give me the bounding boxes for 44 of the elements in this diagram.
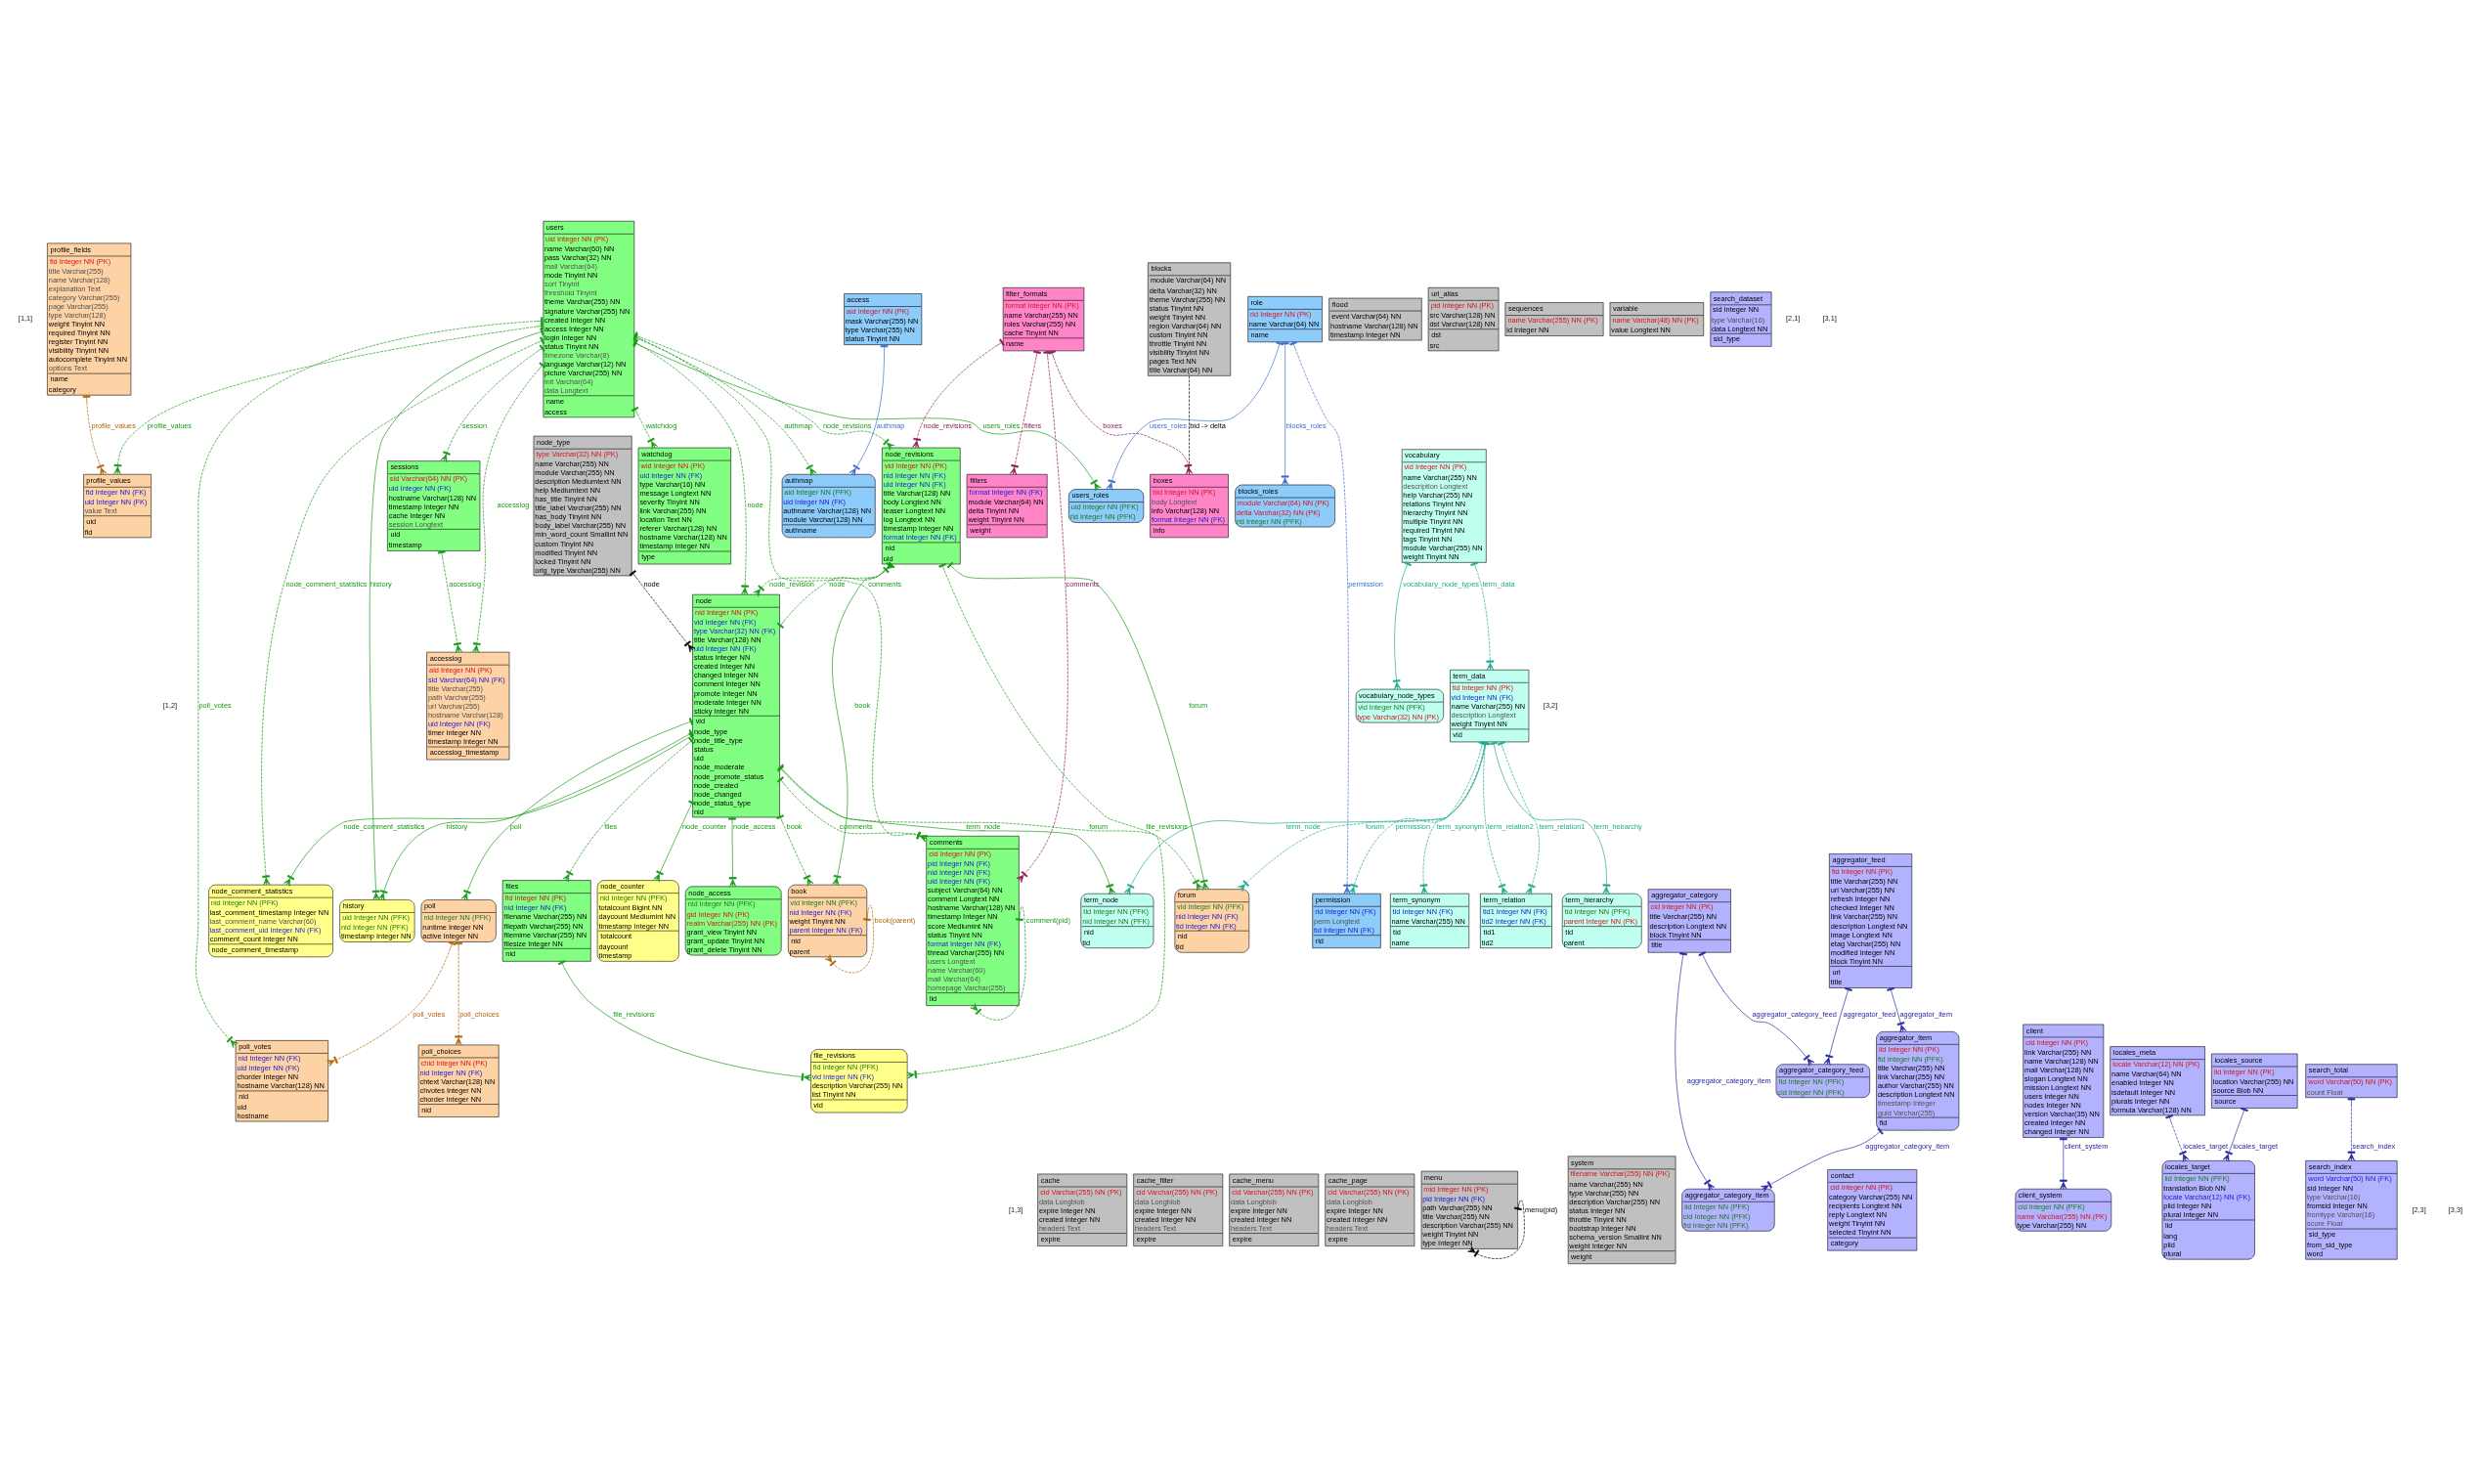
connector — [632, 338, 1102, 491]
connector — [2222, 1107, 2248, 1162]
connector — [849, 343, 889, 476]
connector — [1281, 341, 1289, 485]
connector — [1497, 740, 1540, 895]
connector — [2347, 1097, 2356, 1161]
connector — [437, 549, 462, 653]
connector — [472, 361, 546, 653]
connector — [377, 728, 694, 900]
connector — [1490, 741, 1611, 895]
connector — [1289, 340, 1351, 895]
connector — [1698, 950, 1815, 1067]
connector — [970, 905, 1026, 1021]
connector — [261, 335, 545, 886]
connector — [1470, 561, 1495, 670]
connector — [631, 406, 658, 450]
connector — [113, 321, 544, 474]
connector — [557, 959, 812, 1081]
connector — [906, 562, 1166, 1079]
connector — [2165, 1113, 2190, 1162]
connector — [1048, 349, 1194, 474]
connector — [912, 338, 1005, 449]
connector — [1009, 350, 1041, 475]
connector — [1675, 951, 1716, 1191]
connector — [1823, 986, 1852, 1066]
connector — [1106, 340, 1284, 491]
connector — [1392, 560, 1412, 690]
connector — [653, 800, 696, 882]
connector — [326, 940, 457, 1067]
connector — [629, 569, 696, 652]
connector — [283, 731, 694, 887]
connector — [824, 903, 874, 973]
connector — [1887, 986, 1907, 1032]
connector — [776, 813, 814, 887]
connector — [369, 327, 544, 900]
connector — [460, 717, 694, 901]
connector — [1467, 1199, 1525, 1259]
connector — [632, 338, 750, 595]
connector — [946, 561, 1209, 891]
connector — [82, 394, 108, 476]
connector — [1761, 1127, 1884, 1192]
connector — [562, 736, 695, 882]
connector — [728, 816, 737, 887]
connector — [440, 344, 545, 462]
